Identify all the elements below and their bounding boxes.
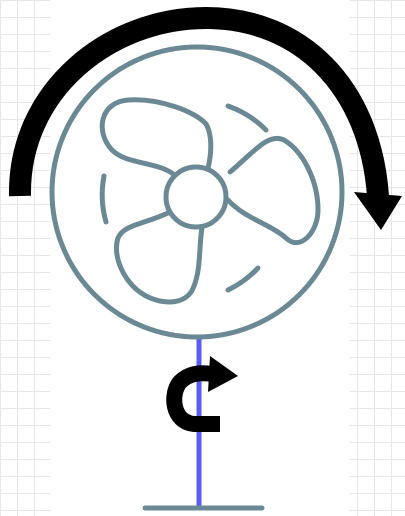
fan-blade-bottom: [114, 209, 207, 305]
yaw-arrow-head: [354, 192, 402, 230]
roll-arrow-shaft: [166, 365, 220, 432]
motion-arc-left: [99, 173, 109, 225]
curved-arrow-icon: [8, 6, 402, 230]
motion-arc-bottom-right: [225, 265, 261, 293]
fan-hub: [163, 164, 229, 230]
fan-icon: [99, 97, 321, 305]
curled-arrow-icon: [166, 356, 238, 432]
yaw-arrow-shaft: [8, 6, 389, 197]
motion-arc-top-right: [225, 103, 269, 133]
fan-blade-right: [225, 135, 321, 246]
fan-blade-top: [99, 97, 214, 181]
roll-arrow-head: [208, 356, 238, 392]
